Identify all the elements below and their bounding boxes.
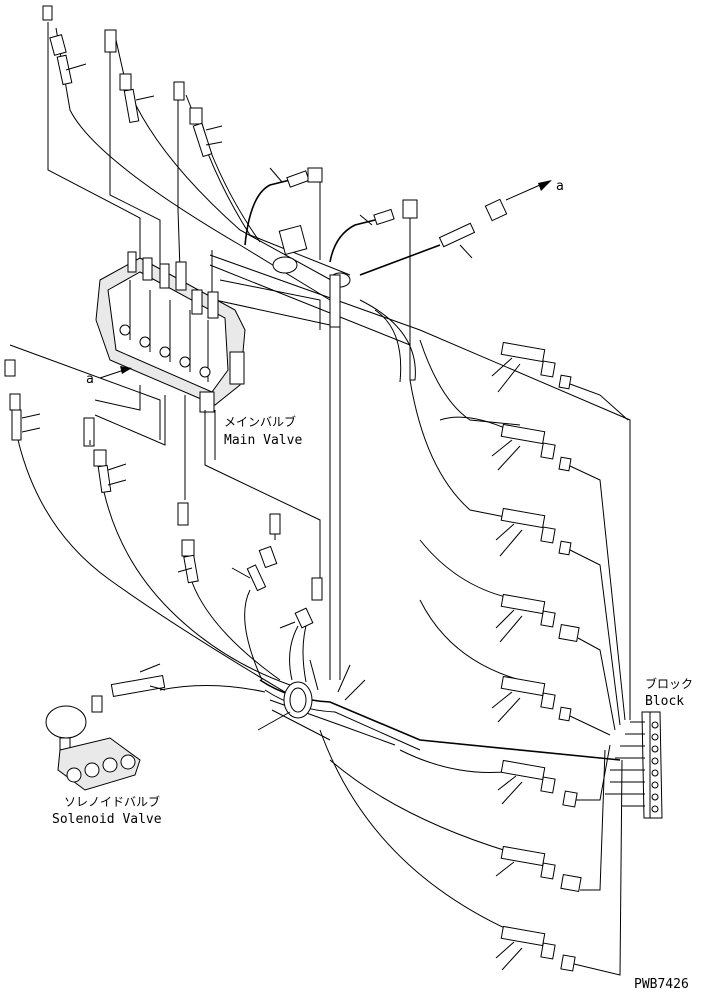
drawing-number: PWB7426 bbox=[634, 977, 689, 992]
spool-cap-6 bbox=[207, 291, 219, 319]
mid-fitting-6 bbox=[294, 607, 314, 629]
top-fittings bbox=[42, 5, 223, 158]
mid-fitting-1 bbox=[177, 502, 189, 526]
mid-hose-end-1 bbox=[183, 554, 199, 584]
hose-fitting-b bbox=[373, 208, 395, 226]
hose-end-2 bbox=[123, 88, 140, 124]
hose-end-1 bbox=[56, 54, 73, 86]
main-valve bbox=[94, 251, 321, 580]
left-fitting-3 bbox=[83, 417, 95, 447]
hose-end-row-3 bbox=[500, 507, 621, 726]
spool-cap-2 bbox=[142, 257, 153, 281]
accumulator bbox=[45, 705, 87, 739]
left-fitting-2 bbox=[9, 393, 21, 411]
upper-middle-hoses bbox=[244, 167, 552, 380]
mid-fitting-2 bbox=[181, 539, 195, 557]
elbow-fitting-b bbox=[402, 199, 418, 219]
hose-end-row-8 bbox=[500, 759, 623, 976]
elbow-fitting-a bbox=[307, 167, 323, 183]
fitting-2 bbox=[49, 34, 67, 56]
spool-cap-1 bbox=[127, 251, 137, 273]
hose-end-row-6 bbox=[500, 744, 611, 808]
arrow-ref-left-head bbox=[120, 366, 132, 374]
left-hose-end-1 bbox=[11, 409, 22, 441]
hose-end-row-7 bbox=[500, 749, 606, 893]
mid-fitting-4 bbox=[258, 545, 278, 569]
middle-fittings bbox=[177, 502, 323, 683]
hose-band-upper bbox=[272, 256, 298, 274]
hose-end-a bbox=[438, 222, 476, 248]
left-hoses bbox=[4, 344, 291, 696]
hose-end-row-1 bbox=[500, 341, 629, 421]
arrow-ref-top-label: a bbox=[556, 179, 564, 194]
block-manifold bbox=[605, 711, 663, 819]
union-fitting-a bbox=[484, 198, 508, 222]
spool-cap-5 bbox=[191, 289, 203, 315]
arrow-to-a-head bbox=[538, 180, 552, 191]
mid-hose-end-2 bbox=[246, 564, 267, 592]
left-fitting-4 bbox=[93, 449, 107, 467]
solenoid-valve bbox=[45, 695, 141, 791]
mid-fitting-5 bbox=[311, 577, 323, 601]
main-valve-label-en: Main Valve bbox=[224, 433, 302, 448]
main-valve-label-jp: メインバルブ bbox=[224, 414, 296, 429]
left-fitting-1 bbox=[4, 359, 16, 377]
main-valve-port bbox=[199, 391, 215, 413]
fitting-6 bbox=[189, 107, 203, 125]
fitting-4 bbox=[119, 73, 132, 91]
fitting-5 bbox=[173, 81, 185, 101]
block-label-jp: ブロック bbox=[645, 676, 693, 691]
hose-end-row-2 bbox=[500, 423, 626, 721]
spool-cap-4 bbox=[175, 261, 187, 291]
fitting-1 bbox=[42, 5, 53, 21]
left-hose-end-2 bbox=[97, 464, 112, 493]
hose-clamp-upper bbox=[278, 224, 308, 256]
bracket-upper bbox=[329, 274, 341, 328]
solenoid-fitting bbox=[91, 695, 103, 713]
solenoid-valve-label-jp: ソレノイドバルブ bbox=[64, 794, 160, 809]
mid-fitting-3 bbox=[269, 513, 281, 535]
main-valve-end-cover bbox=[229, 351, 245, 385]
spool-cap-3 bbox=[159, 263, 170, 289]
hose-fitting-a bbox=[286, 170, 310, 188]
fitting-3 bbox=[104, 29, 117, 53]
right-hose-ends bbox=[319, 339, 629, 976]
hose-end-row-4 bbox=[500, 593, 616, 731]
arrow-ref-left-label: a bbox=[86, 372, 94, 387]
solenoid-valve-label-en: Solenoid Valve bbox=[52, 812, 162, 827]
block-label-en: Block bbox=[645, 694, 684, 709]
hose-end-row-5 bbox=[500, 675, 611, 736]
solenoid-hose-end bbox=[110, 674, 166, 698]
lower-bundle bbox=[110, 280, 621, 761]
hose-end-3 bbox=[192, 122, 213, 158]
